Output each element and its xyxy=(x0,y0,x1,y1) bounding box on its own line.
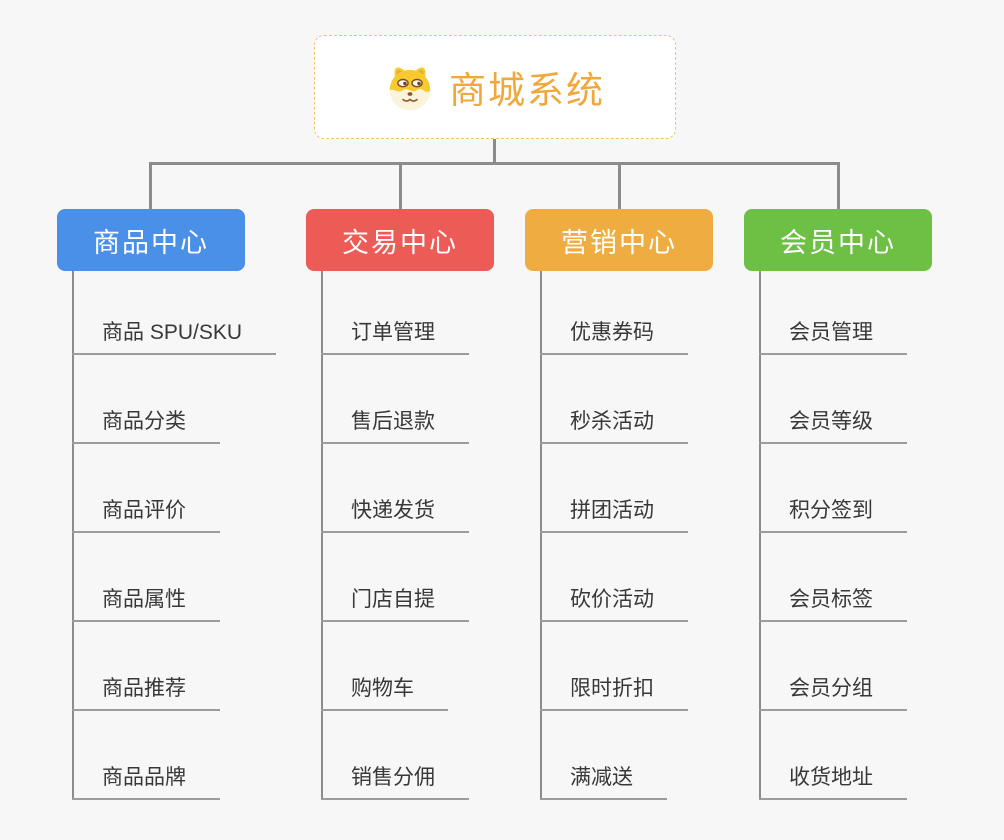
branch-drop-line-2 xyxy=(618,162,621,209)
leaf-node-1-1[interactable]: 售后退款 xyxy=(321,408,469,444)
leaf-spine-line-3 xyxy=(759,271,761,800)
branch-drop-line-0 xyxy=(149,162,152,209)
leaf-node-1-0[interactable]: 订单管理 xyxy=(321,319,469,355)
branch-node-3[interactable]: 会员中心 xyxy=(744,209,932,271)
leaf-node-3-5[interactable]: 收货地址 xyxy=(759,764,907,800)
branch-label: 商品中心 xyxy=(93,227,209,258)
leaf-node-2-4[interactable]: 限时折扣 xyxy=(540,675,688,711)
leaf-node-1-5[interactable]: 销售分佣 xyxy=(321,764,469,800)
leaf-spine-line-1 xyxy=(321,271,323,800)
branch-label: 营销中心 xyxy=(561,227,677,258)
branch-node-1[interactable]: 交易中心 xyxy=(306,209,494,271)
leaf-node-0-3[interactable]: 商品属性 xyxy=(72,586,220,622)
leaf-node-2-5[interactable]: 满减送 xyxy=(540,764,667,800)
leaf-spine-line-2 xyxy=(540,271,542,800)
leaf-node-2-1[interactable]: 秒杀活动 xyxy=(540,408,688,444)
leaf-node-3-2[interactable]: 积分签到 xyxy=(759,497,907,533)
branch-node-0[interactable]: 商品中心 xyxy=(57,209,245,271)
leaf-node-0-5[interactable]: 商品品牌 xyxy=(72,764,220,800)
root-drop-line xyxy=(493,139,496,163)
leaf-node-3-4[interactable]: 会员分组 xyxy=(759,675,907,711)
leaf-node-1-4[interactable]: 购物车 xyxy=(321,675,448,711)
leaf-node-3-0[interactable]: 会员管理 xyxy=(759,319,907,355)
leaf-node-0-4[interactable]: 商品推荐 xyxy=(72,675,220,711)
leaf-node-2-0[interactable]: 优惠券码 xyxy=(540,319,688,355)
branch-drop-line-1 xyxy=(399,162,402,209)
root-node[interactable]: 商城系统 xyxy=(314,35,676,139)
leaf-node-0-1[interactable]: 商品分类 xyxy=(72,408,220,444)
branch-node-2[interactable]: 营销中心 xyxy=(525,209,713,271)
leaf-spine-line-0 xyxy=(72,271,74,800)
branch-drop-line-3 xyxy=(837,162,840,209)
leaf-node-0-0[interactable]: 商品 SPU/SKU xyxy=(72,319,277,355)
leaf-node-3-3[interactable]: 会员标签 xyxy=(759,586,907,622)
branch-label: 会员中心 xyxy=(780,227,896,258)
leaf-node-2-3[interactable]: 砍价活动 xyxy=(540,586,688,622)
leaf-node-3-1[interactable]: 会员等级 xyxy=(759,408,907,444)
root-label: 商城系统 xyxy=(449,70,605,111)
leaf-node-1-2[interactable]: 快递发货 xyxy=(321,497,469,533)
dog-face-icon xyxy=(389,67,431,111)
leaf-node-1-3[interactable]: 门店自提 xyxy=(321,586,469,622)
branch-label: 交易中心 xyxy=(342,227,458,258)
branch-rail-line xyxy=(149,162,840,165)
leaf-node-2-2[interactable]: 拼团活动 xyxy=(540,497,688,533)
leaf-node-0-2[interactable]: 商品评价 xyxy=(72,497,220,533)
